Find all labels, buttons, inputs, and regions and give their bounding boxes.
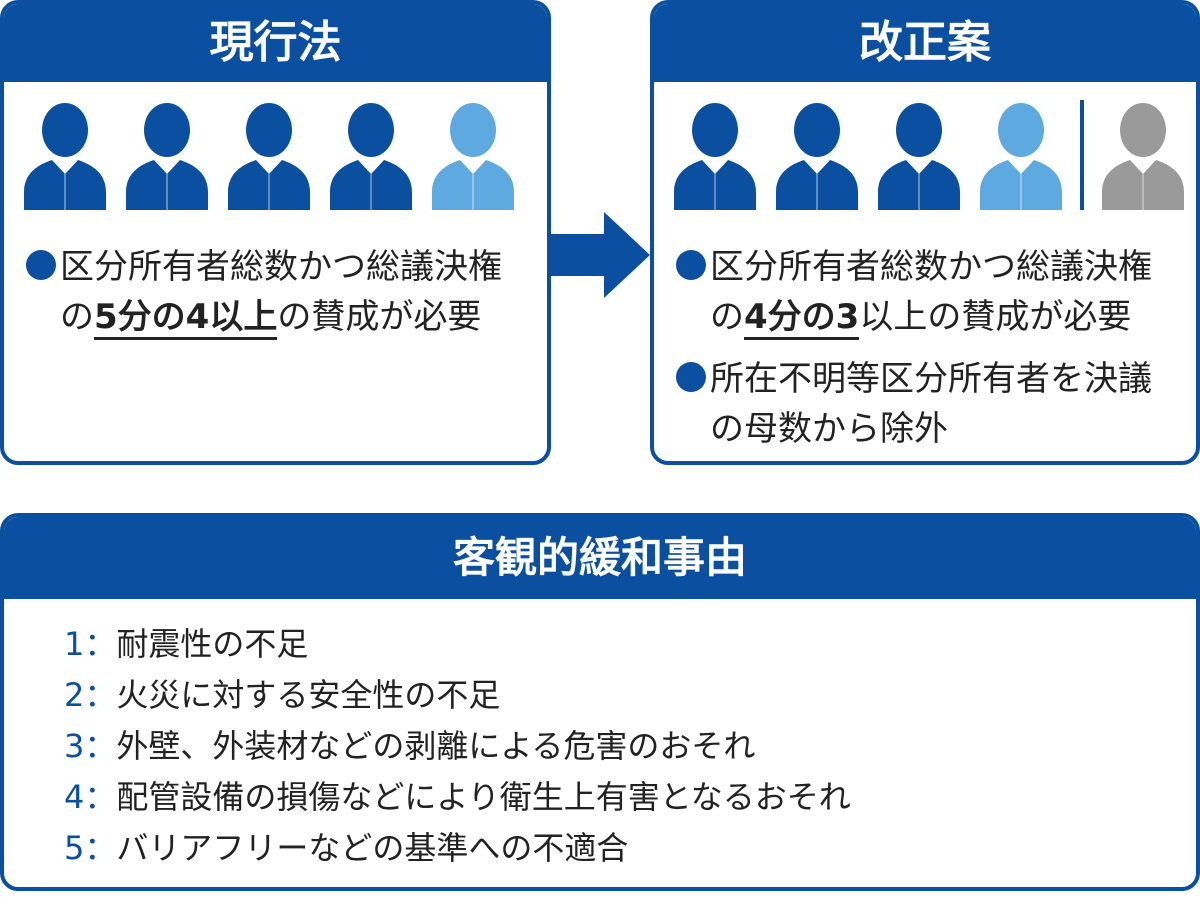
reason-item: 1：耐震性の不足 [64,625,309,663]
bullet-dot-icon [26,250,56,280]
reasons-title: 客観的緩和事由 [4,517,1196,599]
reason-item: 3：外壁、外装材などの剥離による危害のおそれ [64,727,756,765]
proposal-title: 改正案 [654,4,1196,82]
person-icon [877,102,961,210]
current-law-title: 現行法 [4,4,547,82]
bullet-dot-icon [676,250,706,280]
person-icon [775,102,859,210]
current-threshold: 5分の4以上 [94,297,278,340]
proposal-bullet: 所在不明等区分所有者を決議 の母数から除外 [676,354,1186,454]
person-icon [125,102,209,210]
current-bullets: 区分所有者総数かつ総議決権 の5分の4以上の賛成が必要 [26,242,537,354]
person-icon [329,102,413,210]
reason-item: 4：配管設備の損傷などにより衛生上有害となるおそれ [64,778,851,816]
proposal-people-row [670,100,1196,210]
reason-item: 5：バリアフリーなどの基準への不適合 [64,829,629,867]
proposal-bullet: 区分所有者総数かつ総議決権 の4分の3以上の賛成が必要 [676,242,1186,342]
proposal-bullets: 区分所有者総数かつ総議決権 の4分の3以上の賛成が必要 所在不明等区分所有者を決… [676,242,1186,461]
bullet-dot-icon [676,362,706,392]
reasons-panel: 客観的緩和事由 1：耐震性の不足 2：火災に対する安全性の不足 3：外壁、外装材… [0,513,1200,891]
reason-item: 2：火災に対する安全性の不足 [64,676,501,714]
person-icon [673,102,757,210]
proposal-panel: 改正案 区分所有者総数かつ総議決権 の4分の3以上の賛成が必要 所在不明等区分所… [650,0,1200,465]
proposal-threshold: 4分の3 [744,297,860,340]
divider-line [1080,100,1084,210]
arrow-right-icon [548,212,650,298]
person-icon [23,102,107,210]
proposal-bullet-text: 所在不明等区分所有者を決議 の母数から除外 [710,359,1152,449]
current-law-panel: 現行法 区分所有者総数かつ総議決権 の5分の4以上の賛成が必要 [0,0,551,465]
proposal-bullet-text: 区分所有者総数かつ総議決権 の4分の3以上の賛成が必要 [710,242,1152,342]
reasons-list: 1：耐震性の不足 2：火災に対する安全性の不足 3：外壁、外装材などの剥離による… [64,619,851,874]
person-icon [979,102,1063,210]
person-icon [1101,102,1185,210]
person-icon [227,102,311,210]
current-bullet: 区分所有者総数かつ総議決権 の5分の4以上の賛成が必要 [26,242,537,342]
person-icon [431,102,515,210]
current-people-row [20,100,530,210]
current-bullet-text: 区分所有者総数かつ総議決権 の5分の4以上の賛成が必要 [60,242,502,342]
